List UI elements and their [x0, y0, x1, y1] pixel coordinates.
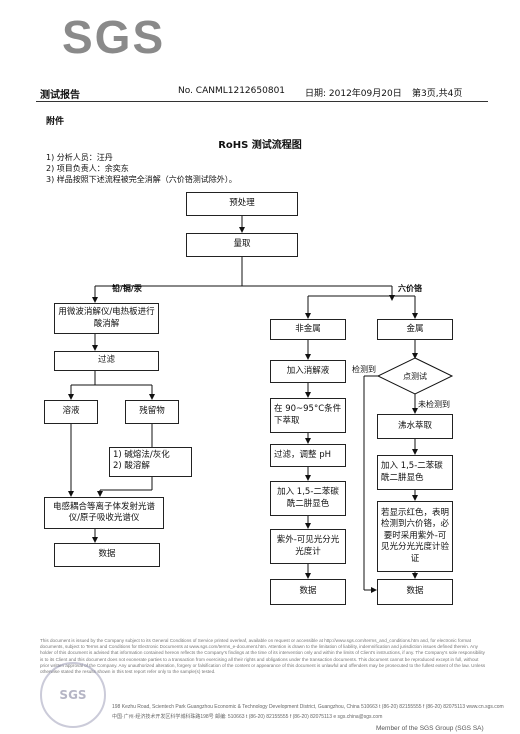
step-acid-digestion: 用微波消解仪/电热板进行酸消解 — [54, 303, 159, 334]
header-divider — [36, 101, 488, 102]
step-red-color-verification: 若显示红色，表明检测到六价铬，必要时采用紫外-可见光分光光度计验证 — [377, 501, 453, 572]
sgs-stamp-seal: SGS — [40, 662, 106, 728]
note-analyst: 1) 分析人员：汪丹 — [46, 153, 113, 162]
page-indicator: 第3页,共4页 — [412, 89, 463, 99]
decision-spot-test: 点测试 — [403, 372, 427, 381]
footer-member: Member of the SGS Group (SGS SA) — [376, 725, 484, 732]
footer-address-en: 198 Kezhu Road, Scientech Park Guangzhou… — [112, 704, 504, 710]
step-icp-aas: 电感耦合等离子体发射光谱仪/原子吸收光谱仪 — [44, 497, 164, 529]
residue-method-1: 1) 碱熔法/灰化 — [113, 450, 170, 460]
step-boiling-water-extraction: 沸水萃取 — [377, 414, 453, 439]
flow-title: RoHS 测试流程图 — [218, 140, 302, 151]
data-middle: 数据 — [270, 579, 346, 605]
report-date: 日期: 2012年09月20日 — [305, 89, 402, 99]
branch-label-cr6: 六价铬 — [398, 284, 422, 293]
step-metal: 金属 — [377, 319, 453, 340]
data-right: 数据 — [377, 579, 453, 605]
step-add-dpc-nonmetal: 加入 1,5-二苯碳酰二肼显色 — [270, 481, 346, 516]
report-number: No. CANML1212650801 — [178, 86, 286, 96]
step-filter-adjust-ph: 过滤，调整 pH — [270, 444, 346, 467]
label-not-detected: 未检测到 — [418, 400, 450, 409]
step-heat-extraction: 在 90~95°C条件下萃取 — [270, 398, 346, 433]
sgs-logo: SGS — [62, 11, 166, 63]
step-weighing: 量取 — [186, 233, 298, 257]
section-label: 附件 — [46, 117, 65, 127]
step-solution: 溶液 — [44, 400, 98, 424]
footer-disclaimer: This document is issued by the Company s… — [40, 638, 486, 674]
step-add-digestion-solution: 加入消解液 — [270, 360, 346, 383]
step-residue: 残留物 — [125, 400, 179, 424]
step-uv-vis-nonmetal: 紫外-可见光分光光度计 — [270, 529, 346, 564]
step-nonmetal: 非金属 — [270, 319, 346, 340]
step-add-dpc-metal: 加入 1,5-二苯碳酰二肼显色 — [377, 455, 453, 490]
note-sample: 3) 样品按照下述流程被完全消解（六价铬测试除外）。 — [46, 175, 237, 184]
step-filtration: 过滤 — [54, 351, 159, 371]
footer-address-cn: 中国·广州·经济技术开发区科学城科珠路198号 邮编: 510663 t (86… — [112, 714, 383, 720]
data-left: 数据 — [54, 543, 160, 567]
step-pretreatment: 预处理 — [186, 192, 298, 216]
label-detected: 检测到 — [352, 365, 376, 374]
residue-methods-note: 1) 碱熔法/灰化 2) 酸溶解 — [109, 447, 192, 477]
report-title: 测试报告 — [40, 90, 80, 101]
note-manager: 2) 项目负责人：余奕东 — [46, 164, 129, 173]
branch-label-pb-cd-hg: 铅/镉/汞 — [112, 284, 142, 293]
residue-method-2: 2) 酸溶解 — [113, 461, 150, 472]
stamp-text: SGS — [59, 688, 87, 702]
